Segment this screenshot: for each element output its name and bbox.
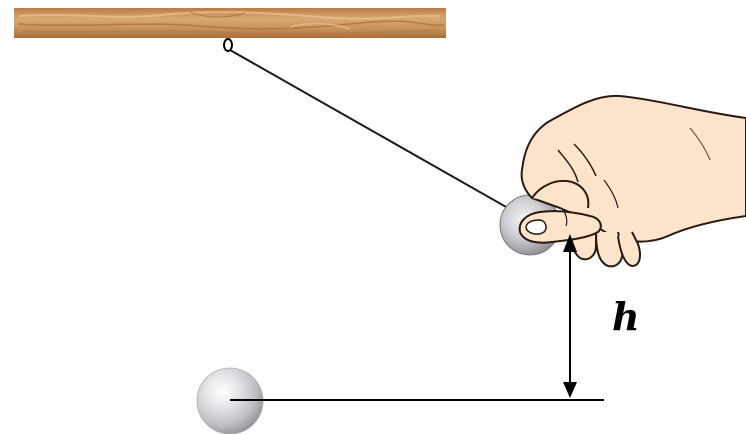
height-label: h <box>612 294 640 339</box>
wooden-support-beam <box>14 8 446 38</box>
height-dimension-arrow <box>563 234 577 398</box>
pendulum-string <box>229 49 516 213</box>
hand-holding-bob <box>518 94 746 268</box>
pivot-hook <box>223 38 233 52</box>
